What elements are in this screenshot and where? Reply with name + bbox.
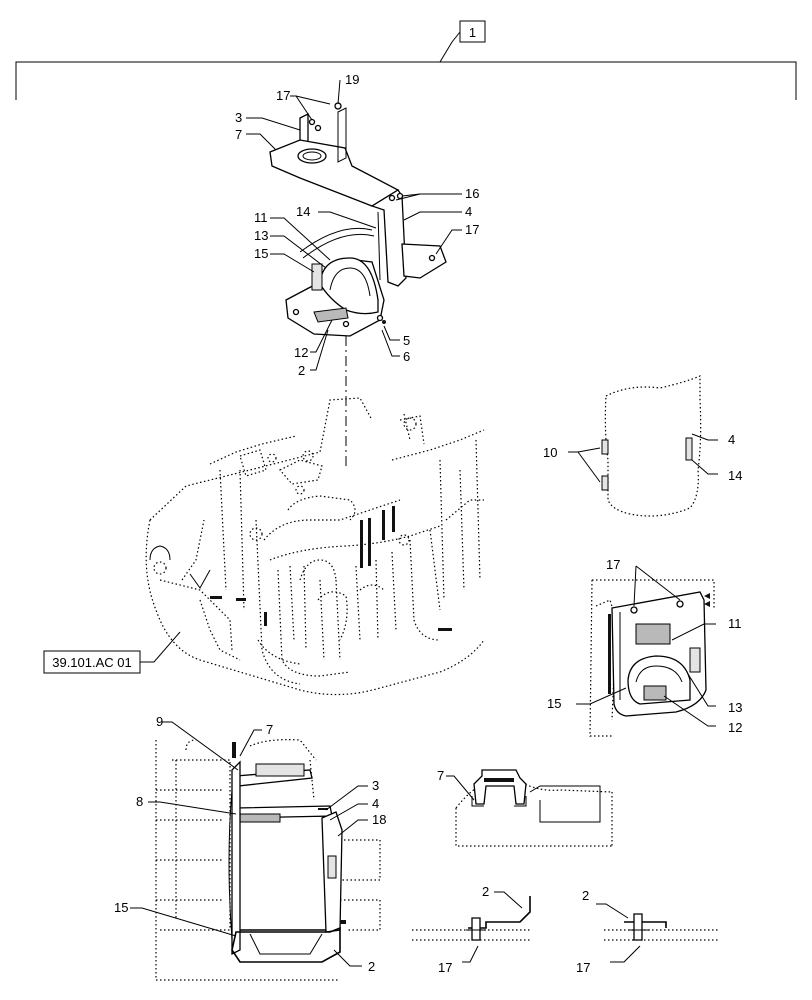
assembly-bracket: 1: [15, 20, 797, 100]
section-right-callout-17: 17: [576, 960, 590, 975]
callout-19: 19: [345, 72, 359, 87]
detail-view-b: 17 11 15 13 12: [547, 557, 742, 737]
section-callout-7: 7: [437, 768, 444, 783]
callout-3: 3: [235, 110, 242, 125]
callout-2: 2: [298, 363, 305, 378]
callout-17-top: 17: [276, 88, 290, 103]
detail-b-callout-15: 15: [547, 696, 561, 711]
section-right-callout-2: 2: [582, 888, 589, 903]
callout-13: 13: [254, 228, 268, 243]
detail-a-callout-4: 4: [728, 432, 735, 447]
callout-15: 15: [254, 246, 268, 261]
detail-a-callout-10: 10: [543, 445, 557, 460]
main-view-leaders: [246, 79, 462, 371]
detail-b-callout-17: 17: [606, 557, 620, 572]
section-left-callout-2: 2: [482, 884, 489, 899]
side-callout-8: 8: [136, 794, 143, 809]
callout-6: 6: [403, 349, 410, 364]
detail-b-callout-13: 13: [728, 700, 742, 715]
side-elevation-view: 9 7 8 3 4 18 15 2: [114, 714, 386, 981]
reference-code: 39.101.AC 01: [43, 631, 181, 674]
section-view-left: 2 17: [412, 884, 531, 975]
assembly-callout-label: 1: [469, 25, 476, 40]
side-callout-4: 4: [372, 796, 379, 811]
callout-11: 11: [254, 210, 268, 225]
section-view-right: 2 17: [576, 888, 720, 975]
callout-4: 4: [465, 204, 472, 219]
side-callout-7: 7: [266, 722, 273, 737]
reference-code-box: [43, 650, 141, 674]
callout-17-right: 17: [465, 222, 479, 237]
side-callout-9: 9: [156, 714, 163, 729]
detail-view-a: 10 4 14: [543, 375, 742, 517]
callout-5: 5: [403, 333, 410, 348]
main-view-labels: 17 19 3 7 16 4 14 17 11 13 15 5 6 12 2: [235, 72, 479, 378]
callout-16: 16: [465, 186, 479, 201]
callout-14: 14: [296, 204, 310, 219]
detail-b-callout-12: 12: [728, 720, 742, 735]
callout-12: 12: [294, 345, 308, 360]
reference-code-label: 39.101.AC 01: [52, 655, 132, 670]
section-left-callout-17: 17: [438, 960, 452, 975]
callout-7: 7: [235, 127, 242, 142]
side-callout-2: 2: [368, 959, 375, 974]
detail-b-callout-11: 11: [728, 616, 742, 631]
side-callout-18: 18: [372, 812, 386, 827]
side-callout-3: 3: [372, 778, 379, 793]
assembly-callout-box: [459, 20, 486, 43]
section-view-fold: 7: [437, 768, 613, 847]
side-callout-15: 15: [114, 900, 128, 915]
detail-a-callout-14: 14: [728, 468, 742, 483]
machine-frame-context: [145, 397, 485, 696]
exploded-bracket-assembly: [269, 102, 447, 470]
